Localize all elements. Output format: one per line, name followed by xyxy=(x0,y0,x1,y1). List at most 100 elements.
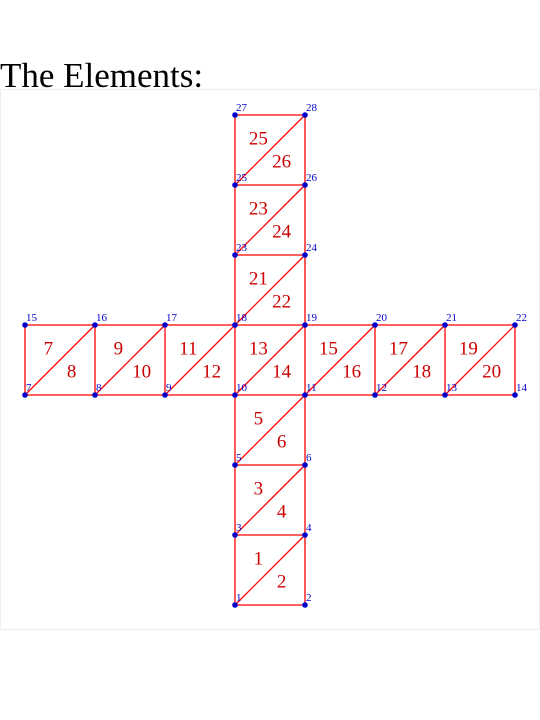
node-label-2: 2 xyxy=(306,592,312,604)
node-point-14 xyxy=(512,392,518,398)
node-label-24: 24 xyxy=(306,242,318,254)
node-point-24 xyxy=(302,252,308,258)
node-label-28: 28 xyxy=(306,102,318,114)
node-label-5: 5 xyxy=(236,452,242,464)
node-label-4: 4 xyxy=(306,522,312,534)
element-label-21: 21 xyxy=(249,268,268,289)
node-point-3 xyxy=(232,532,238,538)
nodes-layer xyxy=(22,112,518,608)
mesh-edge-1-4 xyxy=(234,534,306,606)
element-label-18: 18 xyxy=(412,362,431,383)
node-point-21 xyxy=(442,322,448,328)
element-labels-layer: 1234567891011121314151617181920212223242… xyxy=(44,128,502,592)
node-label-16: 16 xyxy=(96,312,108,324)
node-label-1: 1 xyxy=(236,592,242,604)
element-label-5: 5 xyxy=(254,408,264,429)
node-point-20 xyxy=(372,322,378,328)
node-label-18: 18 xyxy=(236,312,248,324)
element-label-3: 3 xyxy=(254,478,264,499)
node-label-11: 11 xyxy=(306,382,317,394)
node-label-15: 15 xyxy=(26,312,38,324)
node-label-7: 7 xyxy=(26,382,32,394)
element-label-8: 8 xyxy=(67,362,77,383)
element-label-7: 7 xyxy=(44,338,54,359)
node-label-8: 8 xyxy=(96,382,102,394)
element-label-13: 13 xyxy=(249,338,268,359)
node-point-19 xyxy=(302,322,308,328)
node-label-17: 17 xyxy=(166,312,178,324)
node-label-20: 20 xyxy=(376,312,388,324)
node-label-27: 27 xyxy=(236,102,248,114)
node-label-19: 19 xyxy=(306,312,318,324)
mesh-edge-9-18 xyxy=(164,324,236,396)
mesh-edge-25-28 xyxy=(234,114,306,186)
element-label-12: 12 xyxy=(202,362,221,383)
node-point-16 xyxy=(92,322,98,328)
node-label-6: 6 xyxy=(306,452,312,464)
element-label-20: 20 xyxy=(482,362,501,383)
element-label-24: 24 xyxy=(272,222,292,243)
node-point-18 xyxy=(232,322,238,328)
node-label-13: 13 xyxy=(446,382,458,394)
mesh-edge-12-21 xyxy=(374,324,446,396)
element-label-16: 16 xyxy=(342,362,361,383)
element-label-1: 1 xyxy=(254,548,264,569)
element-label-15: 15 xyxy=(319,338,338,359)
node-label-25: 25 xyxy=(236,172,248,184)
mesh-edge-23-26 xyxy=(234,184,306,256)
element-label-25: 25 xyxy=(249,128,268,149)
element-label-11: 11 xyxy=(179,338,197,359)
node-point-10 xyxy=(232,392,238,398)
node-label-21: 21 xyxy=(446,312,457,324)
node-point-2 xyxy=(302,602,308,608)
node-label-26: 26 xyxy=(306,172,318,184)
element-label-9: 9 xyxy=(114,338,124,359)
node-point-26 xyxy=(302,182,308,188)
node-label-14: 14 xyxy=(516,382,528,394)
node-point-5 xyxy=(232,462,238,468)
node-point-23 xyxy=(232,252,238,258)
node-point-6 xyxy=(302,462,308,468)
mesh-edge-8-17 xyxy=(94,324,166,396)
node-label-12: 12 xyxy=(376,382,387,394)
element-label-14: 14 xyxy=(272,362,292,383)
node-point-13 xyxy=(442,392,448,398)
element-label-10: 10 xyxy=(132,362,151,383)
element-label-4: 4 xyxy=(277,502,287,523)
element-label-2: 2 xyxy=(277,572,287,593)
node-point-8 xyxy=(92,392,98,398)
edges-layer xyxy=(24,114,516,606)
mesh-edge-5-11 xyxy=(234,394,306,466)
node-point-22 xyxy=(512,322,518,328)
node-point-15 xyxy=(22,322,28,328)
mesh-edge-10-19 xyxy=(234,324,306,396)
element-label-6: 6 xyxy=(277,432,287,453)
element-label-19: 19 xyxy=(459,338,478,359)
node-point-17 xyxy=(162,322,168,328)
node-point-28 xyxy=(302,112,308,118)
node-label-10: 10 xyxy=(236,382,248,394)
mesh-edge-18-24 xyxy=(234,254,306,326)
mesh-edge-7-16 xyxy=(24,324,96,396)
node-point-12 xyxy=(372,392,378,398)
node-label-3: 3 xyxy=(236,522,242,534)
node-point-4 xyxy=(302,532,308,538)
mesh-edge-3-6 xyxy=(234,464,306,536)
mesh-edge-11-20 xyxy=(304,324,376,396)
page-title: The Elements: xyxy=(0,56,204,95)
node-point-27 xyxy=(232,112,238,118)
element-label-23: 23 xyxy=(249,198,268,219)
element-label-17: 17 xyxy=(389,338,408,359)
element-label-22: 22 xyxy=(272,292,291,313)
node-label-22: 22 xyxy=(516,312,527,324)
node-point-11 xyxy=(302,392,308,398)
node-point-1 xyxy=(232,602,238,608)
node-point-7 xyxy=(22,392,28,398)
node-point-25 xyxy=(232,182,238,188)
node-label-23: 23 xyxy=(236,242,248,254)
node-label-9: 9 xyxy=(166,382,172,394)
mesh-edge-13-22 xyxy=(444,324,516,396)
element-label-26: 26 xyxy=(272,152,291,173)
